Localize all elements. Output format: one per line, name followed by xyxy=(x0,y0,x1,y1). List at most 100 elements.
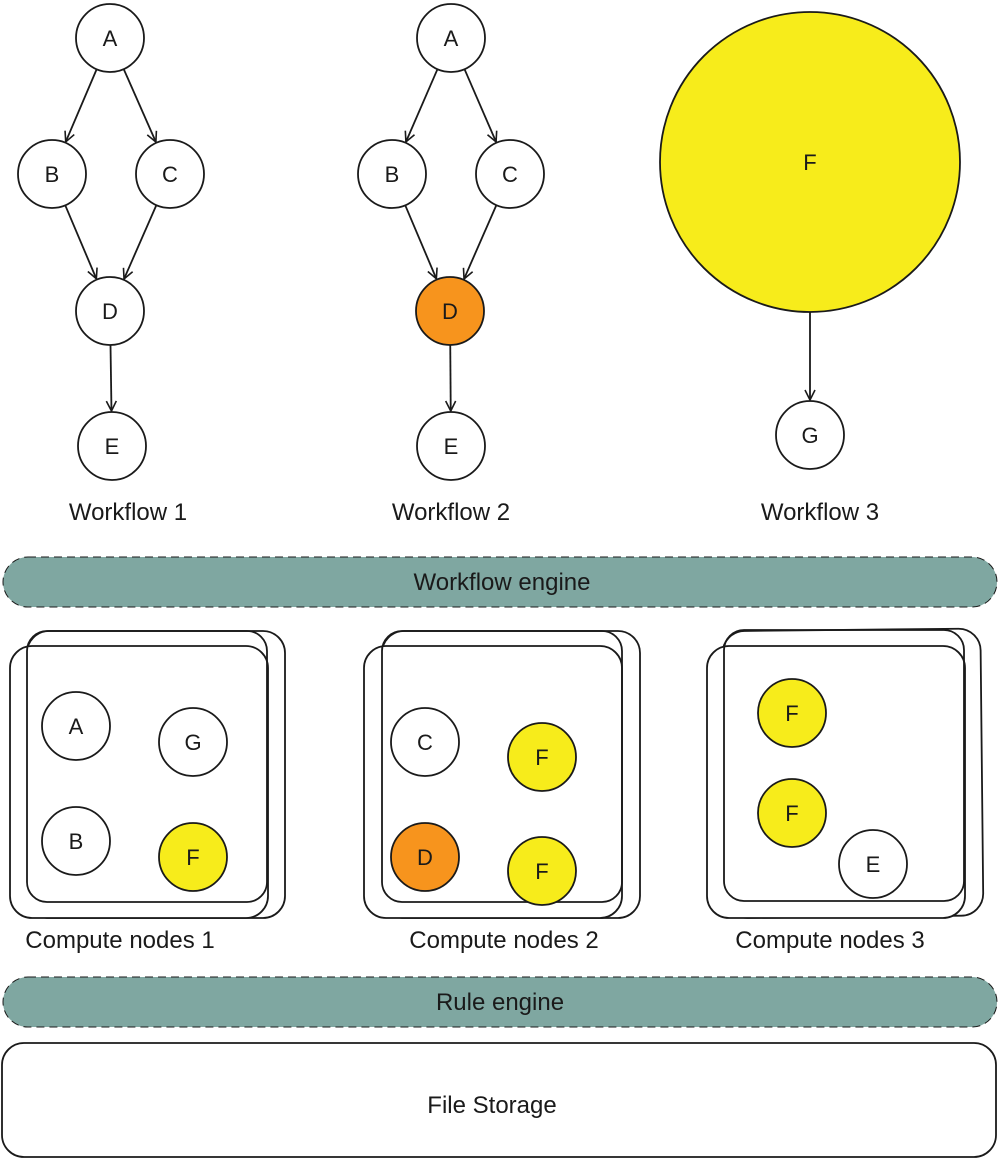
compute-nodes-3: F F E Compute nodes 3 xyxy=(706,627,985,954)
file-storage-rect xyxy=(1,1042,997,1158)
workflow-1-edge-d-e xyxy=(111,344,112,411)
workflow-1-node-a-circle xyxy=(75,3,145,73)
workflow-2-node-c-circle xyxy=(475,139,545,209)
compute-1-node-b-2-circle xyxy=(41,806,111,876)
compute-2-node-c-0-circle xyxy=(390,707,460,777)
workflow-1-node-b: B xyxy=(17,139,87,209)
rule-engine-band: Rule engine xyxy=(2,976,998,1028)
compute-1-node-a-0: A xyxy=(41,691,111,761)
workflow-2-caption: Workflow 2 xyxy=(392,499,510,526)
compute-2-node-d-2-label: D xyxy=(417,845,433,870)
workflow-1: A B C D E Workflow 1 xyxy=(17,3,205,526)
compute-1-node-g-1-label: G xyxy=(184,730,201,755)
compute-nodes-3-caption: Compute nodes 3 xyxy=(735,927,924,954)
workflow-2-node-d: D xyxy=(415,276,485,346)
compute-nodes-2-caption: Compute nodes 2 xyxy=(409,927,598,954)
compute-nodes-2: C F D F Compute nodes 2 xyxy=(363,630,641,954)
rule-engine-label: Rule engine xyxy=(436,989,564,1016)
compute-2-node-f-3-label: F xyxy=(535,859,548,884)
workflow-2-node-e-label: E xyxy=(444,434,459,459)
workflow-2-edge-c-d xyxy=(464,204,498,279)
compute-1-node-f-3: F xyxy=(158,822,228,892)
workflow-2-node-d-label: D xyxy=(442,299,458,324)
workflow-2-edge-a-c xyxy=(463,68,497,142)
compute-1-node-f-3-label: F xyxy=(186,845,199,870)
workflow-2-node-b-circle xyxy=(357,139,427,209)
compute-2-node-f-3: F xyxy=(507,836,577,906)
workflow-2-node-b: B xyxy=(357,139,427,209)
workflow-3-caption: Workflow 3 xyxy=(761,499,879,526)
compute-box-inner xyxy=(381,630,623,903)
workflow-1-node-a: A xyxy=(75,3,145,73)
compute-box-inner xyxy=(723,629,965,902)
workflow-2-node-a: A xyxy=(416,3,486,73)
workflow-3-node-g: G xyxy=(775,400,845,470)
workflow-engine-bar xyxy=(2,556,998,608)
compute-nodes-1: A G B F Compute nodes 1 xyxy=(9,630,286,954)
compute-1-node-g-1-circle xyxy=(158,707,228,777)
compute-1-node-g-1: G xyxy=(158,707,228,777)
workflow-2-node-a-circle xyxy=(416,3,486,73)
compute-2-node-f-1-circle xyxy=(507,722,577,792)
compute-3-node-f-1-label: F xyxy=(785,801,798,826)
compute-nodes-1-caption: Compute nodes 1 xyxy=(25,927,214,954)
compute-3-node-f-0-circle xyxy=(757,678,827,748)
compute-1-node-a-0-circle xyxy=(41,691,111,761)
workflow-2-node-e-circle xyxy=(416,411,486,481)
workflow-2-node-a-label: A xyxy=(444,26,459,51)
workflow-1-node-e-label: E xyxy=(105,434,120,459)
workflow-1-node-c: C xyxy=(135,139,205,209)
workflow-1-caption: Workflow 1 xyxy=(69,499,187,526)
workflow-1-node-c-circle xyxy=(135,139,205,209)
compute-3-node-e-2: E xyxy=(838,829,908,899)
compute-2-node-d-2: D xyxy=(390,822,460,892)
workflow-1-node-c-label: C xyxy=(162,162,178,187)
workflow-2: A B C D E Workflow 2 xyxy=(357,3,545,526)
compute-2-node-c-0-label: C xyxy=(417,730,433,755)
compute-box-front xyxy=(706,645,966,919)
workflow-3-node-f: F xyxy=(659,11,961,313)
compute-box-inner xyxy=(26,630,268,903)
workflow-1-node-d-circle xyxy=(75,276,145,346)
workflow-1-node-e: E xyxy=(77,411,147,481)
file-storage-label: File Storage xyxy=(427,1092,556,1119)
workflow-2-node-c: C xyxy=(475,139,545,209)
workflow-1-node-e-circle xyxy=(77,411,147,481)
workflow-1-edge-a-c xyxy=(122,68,156,142)
workflow-engine-label: Workflow engine xyxy=(414,569,591,596)
workflow-1-edge-a-b xyxy=(66,68,98,142)
compute-1-node-b-2: B xyxy=(41,806,111,876)
workflow-3: F G Workflow 3 xyxy=(659,11,961,526)
workflow-1-node-a-label: A xyxy=(103,26,118,51)
workflow-2-node-c-label: C xyxy=(502,162,518,187)
workflow-engine-band: Workflow engine xyxy=(2,556,998,608)
compute-1-node-a-0-label: A xyxy=(69,714,84,739)
rule-engine-bar xyxy=(2,976,998,1028)
compute-3-node-f-0-label: F xyxy=(785,701,798,726)
compute-3-node-f-0: F xyxy=(757,678,827,748)
compute-2-node-c-0: C xyxy=(390,707,460,777)
workflow-1-node-d: D xyxy=(75,276,145,346)
workflow-1-node-b-label: B xyxy=(45,162,60,187)
compute-2-node-f-1-label: F xyxy=(535,745,548,770)
compute-2-node-f-1: F xyxy=(507,722,577,792)
compute-3-node-f-1-circle xyxy=(757,778,827,848)
workflow-1-edge-c-d xyxy=(124,204,158,279)
workflow-1-edge-b-d xyxy=(64,204,96,278)
workflow-3-node-g-circle xyxy=(775,400,845,470)
workflow-2-node-d-circle xyxy=(415,276,485,346)
workflow-2-node-b-label: B xyxy=(385,162,400,187)
compute-2-node-d-2-circle xyxy=(390,822,460,892)
compute-1-node-f-3-circle xyxy=(158,822,228,892)
workflow-3-node-f-label: F xyxy=(803,150,816,175)
compute-2-node-f-3-circle xyxy=(507,836,577,906)
compute-1-node-b-2-label: B xyxy=(69,829,84,854)
workflow-3-node-g-label: G xyxy=(801,423,818,448)
compute-3-node-f-1: F xyxy=(757,778,827,848)
compute-3-node-e-2-circle xyxy=(838,829,908,899)
workflow-2-edge-b-d xyxy=(404,204,436,278)
workflow-1-node-d-label: D xyxy=(102,299,118,324)
compute-box-front xyxy=(9,645,269,919)
